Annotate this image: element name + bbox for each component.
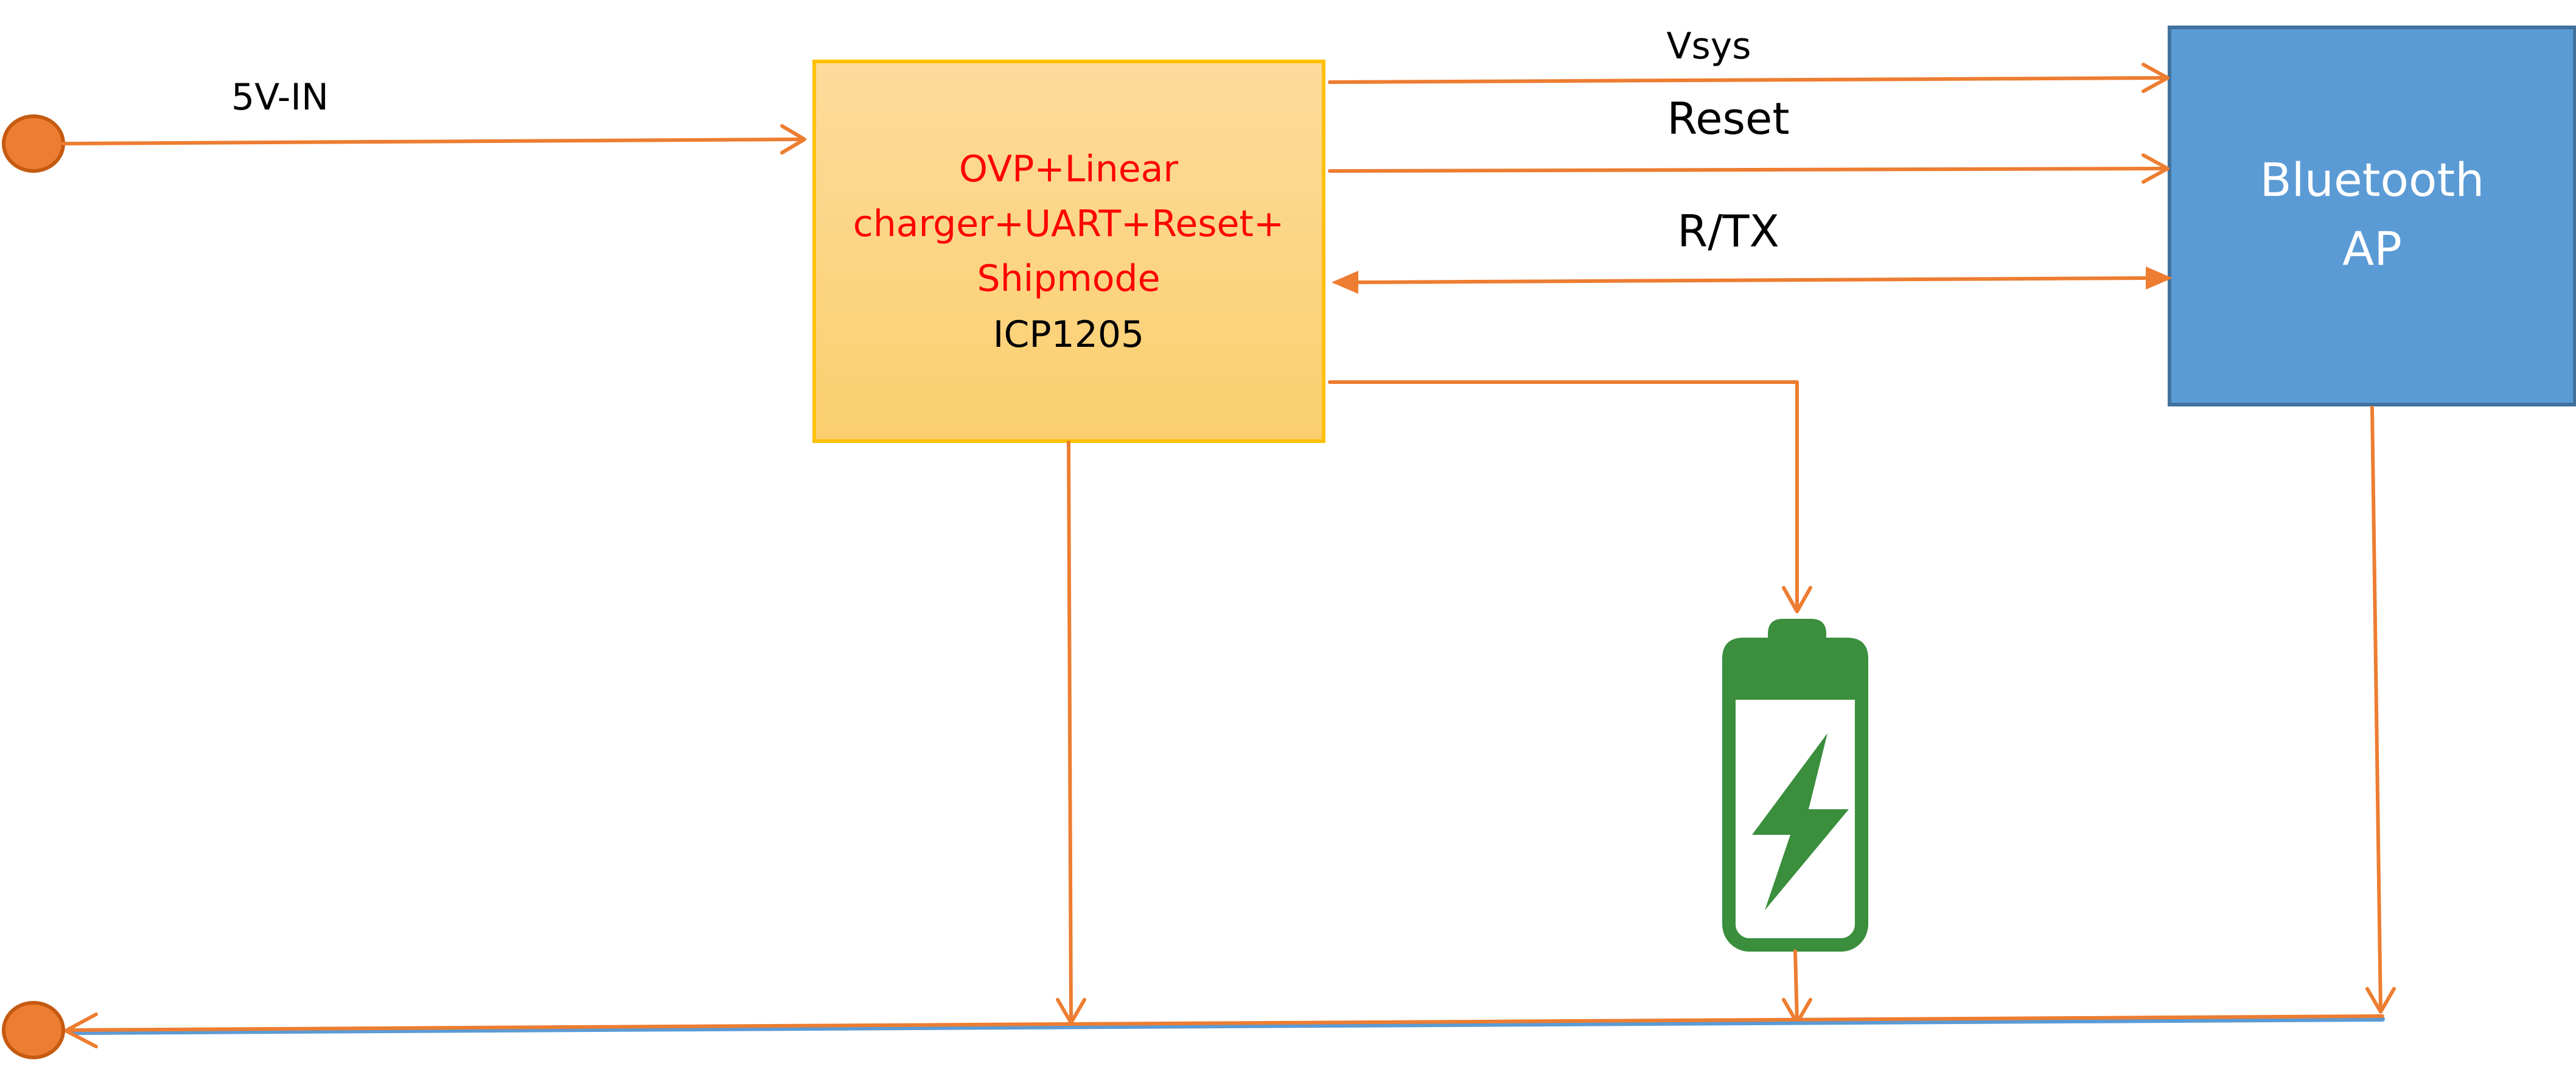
bluetooth-text-line-1: Bluetooth [2260, 153, 2485, 207]
battery-body [1722, 643, 1868, 952]
charger-text-line-2: charger+UART+Reset+ [853, 203, 1284, 245]
reset-arrowhead [2141, 153, 2169, 184]
reset-label: Reset [1667, 93, 1789, 144]
rtx-left-arrowhead [1332, 271, 1358, 294]
input-wire [61, 138, 805, 145]
vsys-arrowhead [2141, 63, 2169, 93]
terminal-circle-icon [2, 114, 65, 173]
bluetooth-text-line-2: AP [2342, 221, 2402, 276]
ground-bus-underlay [71, 1017, 2385, 1035]
bluetooth-ground-arrowhead [2365, 987, 2396, 1014]
rtx-right-arrowhead [2146, 267, 2173, 290]
battery-cap [1722, 619, 1868, 700]
charger-box [812, 60, 1325, 443]
vsys-label: Vsys [1666, 25, 1751, 68]
charger-block: OVP+Linear charger+UART+Reset+ Shipmode … [812, 60, 1325, 443]
lightning-bolt [1752, 733, 1849, 910]
battery-charging-icon [1722, 619, 1868, 952]
terminal-circle-icon [2, 1001, 65, 1059]
bluetooth-box [2168, 26, 2576, 406]
ground-bus [65, 1014, 2384, 1032]
vsys-wire [1328, 76, 2168, 84]
charger-part-number: ICP1205 [993, 313, 1144, 356]
input-label: 5V-IN [231, 76, 329, 119]
battery-charge-arrowhead [1782, 586, 1812, 613]
input-terminal [2, 114, 65, 173]
input-arrowhead [780, 124, 806, 155]
ground-terminal [2, 1001, 65, 1059]
charger-text-line-3: Shipmode [977, 257, 1160, 300]
charger-text-line-1: OVP+Linear [959, 148, 1178, 190]
ground-bus-arrowhead [64, 1012, 98, 1048]
bluetooth-block: Bluetooth AP [2168, 26, 2576, 406]
rtx-wire [1355, 276, 2150, 284]
reset-wire [1328, 167, 2168, 173]
charger-ground-wire [1067, 441, 1073, 1024]
rtx-label: R/TX [1677, 206, 1779, 257]
battery-ground-wire [1793, 949, 1799, 1024]
battery-charge-wire [1328, 380, 1799, 612]
bluetooth-ground-wire [2370, 406, 2382, 1013]
